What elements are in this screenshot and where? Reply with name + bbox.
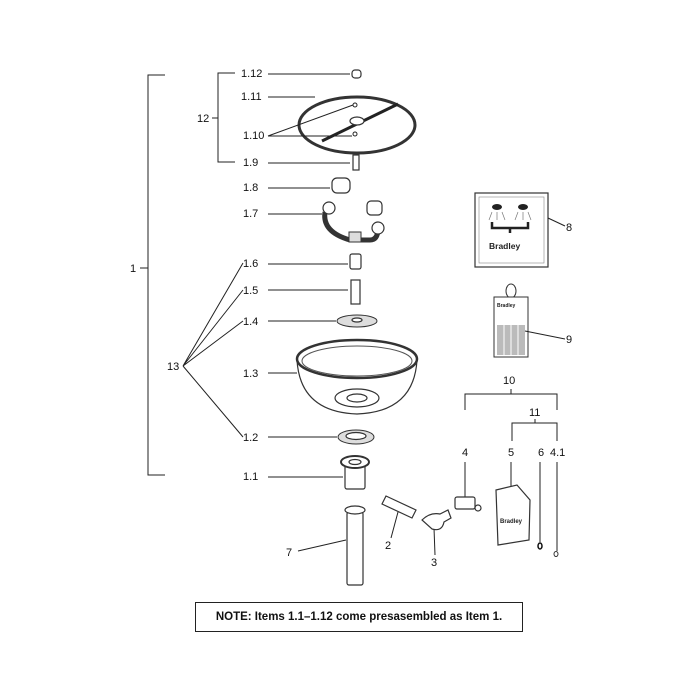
label-6: 6 xyxy=(538,447,544,459)
inspection-tag-part-9: Bradley xyxy=(493,283,529,358)
label-1-9: 1.9 xyxy=(243,157,258,169)
cap-part-1-12 xyxy=(351,69,362,79)
o-ring-part-6 xyxy=(537,542,543,550)
label-4: 4 xyxy=(462,447,468,459)
spray-ring-part-1-11 xyxy=(297,95,417,155)
label-1-5: 1.5 xyxy=(243,285,258,297)
pipe-part-1-5 xyxy=(350,279,361,305)
sign-brand-logo: Bradley xyxy=(489,241,520,251)
label-13: 13 xyxy=(167,361,179,373)
label-1-7: 1.7 xyxy=(243,208,258,220)
instruction-card-part-5: Bradley xyxy=(495,484,531,546)
label-1-2: 1.2 xyxy=(243,432,258,444)
drain-part-1-1 xyxy=(340,455,370,490)
label-7: 7 xyxy=(286,547,292,559)
tag-brand-logo: Bradley xyxy=(497,303,516,309)
bracket-item-11 xyxy=(511,419,558,441)
label-1-4: 1.4 xyxy=(243,316,258,328)
label-12: 12 xyxy=(197,113,209,125)
tailpiece-part-7 xyxy=(344,505,366,586)
label-1-12: 1.12 xyxy=(241,68,262,80)
spray-head-assembly-part-1-7 xyxy=(322,200,385,243)
card-brand-logo: Bradley xyxy=(500,519,523,525)
label-4-1: 4.1 xyxy=(550,447,565,459)
bowl-part-1-3 xyxy=(295,338,419,415)
label-5: 5 xyxy=(508,447,514,459)
gasket-part-1-2 xyxy=(337,429,375,445)
valve-part-4 xyxy=(454,496,482,512)
adapter-part-1-6 xyxy=(349,253,362,270)
preassembly-note: NOTE: Items 1.1–1.12 come presasembled a… xyxy=(195,602,523,632)
nozzle-part-1-9 xyxy=(352,154,360,171)
bracket-item-12 xyxy=(212,72,235,163)
label-2: 2 xyxy=(385,540,391,552)
label-8: 8 xyxy=(566,222,572,234)
label-9: 9 xyxy=(566,334,572,346)
label-1-8: 1.8 xyxy=(243,182,258,194)
nipple-part-2 xyxy=(381,495,417,519)
label-1-10: 1.10 xyxy=(243,130,264,142)
label-10: 10 xyxy=(503,375,515,387)
bracket-item-10 xyxy=(464,389,558,410)
bracket-item-1 xyxy=(140,74,165,476)
label-1: 1 xyxy=(130,263,136,275)
washer-part-4-1 xyxy=(553,551,559,557)
label-11: 11 xyxy=(529,407,540,419)
flange-part-1-4 xyxy=(336,314,378,328)
label-3: 3 xyxy=(431,557,437,569)
label-1-1: 1.1 xyxy=(243,471,258,483)
label-1-3: 1.3 xyxy=(243,368,258,380)
label-1-6: 1.6 xyxy=(243,258,258,270)
dust-cover-part-1-8 xyxy=(331,177,351,194)
emergency-eyewash-sign-part-8: Bradley xyxy=(474,192,549,268)
label-1-11: 1.11 xyxy=(241,91,262,103)
elbow-part-3 xyxy=(421,509,452,531)
